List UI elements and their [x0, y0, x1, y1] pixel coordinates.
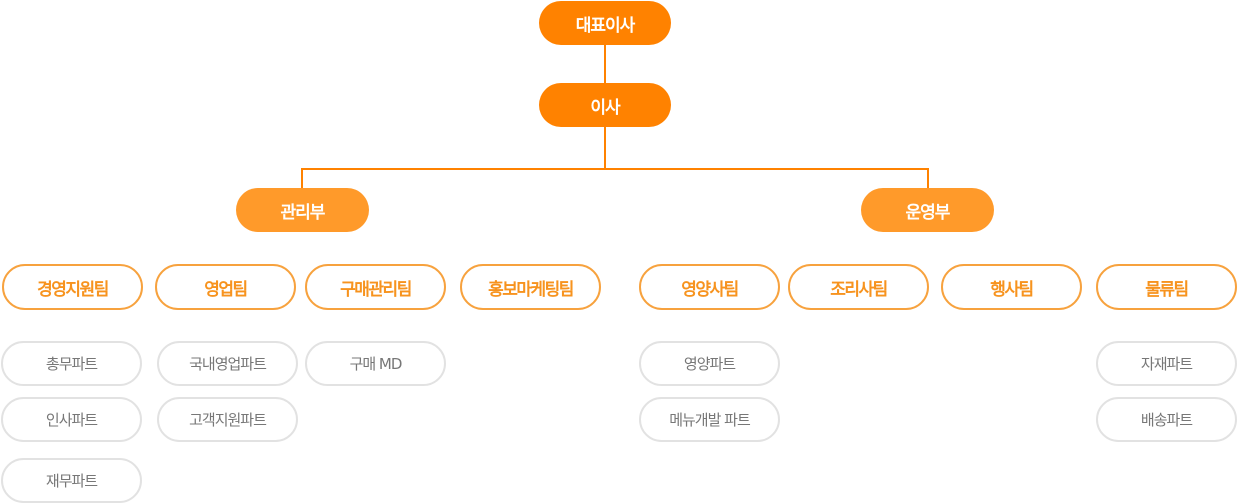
connector-director-down [604, 127, 606, 169]
part-domestic-sales: 국내영업파트 [157, 341, 298, 386]
part-general-affairs: 총무파트 [1, 341, 142, 386]
part-purchasing-md: 구매 MD [305, 341, 446, 386]
team-logistics: 물류팀 [1096, 264, 1237, 310]
team-purchasing: 구매관리팀 [305, 264, 446, 310]
connector-ceo-director [604, 44, 606, 84]
team-nutritionist: 영양사팀 [639, 264, 780, 310]
connector-to-management [301, 168, 303, 188]
part-customer-support: 고객지원파트 [157, 397, 298, 442]
department-management: 관리부 [236, 188, 369, 232]
ceo-node: 대표이사 [539, 1, 671, 45]
department-operations: 운영부 [861, 188, 994, 232]
team-sales: 영업팀 [155, 264, 296, 310]
team-marketing: 홍보마케팅팀 [460, 264, 601, 310]
team-cook: 조리사팀 [788, 264, 929, 310]
part-delivery: 배송파트 [1096, 397, 1237, 442]
connector-horizontal [301, 168, 929, 170]
director-node: 이사 [539, 83, 671, 127]
connector-to-operations [927, 168, 929, 188]
part-hr: 인사파트 [1, 397, 142, 442]
team-events: 행사팀 [941, 264, 1082, 310]
part-nutrition: 영양파트 [639, 341, 780, 386]
part-finance: 재무파트 [1, 458, 142, 503]
part-menu-development: 메뉴개발 파트 [639, 397, 780, 442]
team-business-support: 경영지원팀 [2, 264, 143, 310]
part-materials: 자재파트 [1096, 341, 1237, 386]
